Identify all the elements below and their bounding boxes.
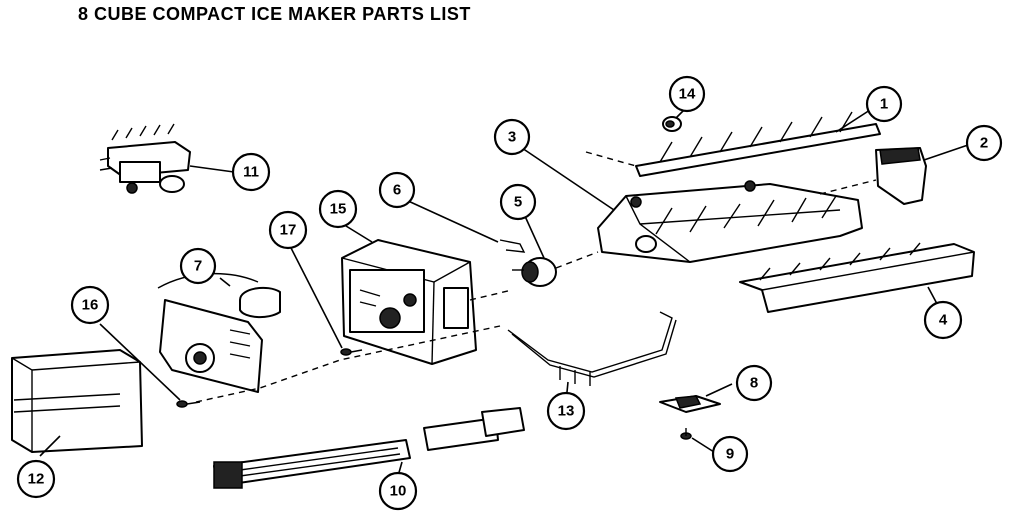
part-housing	[341, 239, 477, 365]
part-screw-17	[340, 348, 363, 356]
callout-2: 2	[965, 124, 1003, 162]
svg-text:2: 2	[980, 135, 988, 152]
svg-text:3: 3	[508, 129, 516, 146]
svg-text:6: 6	[393, 182, 401, 199]
part-clip	[499, 239, 526, 253]
part-screw-9	[680, 428, 692, 440]
diagram-title: 8 CUBE COMPACT ICE MAKER PARTS LIST	[78, 4, 471, 24]
callout-12: 12	[16, 459, 56, 499]
part-thermostat	[512, 257, 557, 287]
callout-11: 11	[231, 152, 271, 192]
callout-13: 13	[546, 391, 586, 431]
assembly-line	[555, 251, 599, 269]
part-shutoff-arm	[507, 311, 677, 386]
callout-14: 14	[668, 75, 706, 113]
part-bearing	[662, 116, 682, 132]
part-mold	[597, 180, 863, 263]
callout-9: 9	[711, 435, 749, 473]
part-ejector	[585, 111, 881, 177]
callout-1: 1	[865, 85, 903, 123]
part-screw-16	[176, 400, 201, 408]
svg-text:14: 14	[679, 86, 696, 103]
svg-text:1: 1	[880, 96, 888, 113]
part-bracket	[659, 395, 721, 413]
svg-text:11: 11	[243, 164, 259, 181]
svg-text:16: 16	[82, 297, 99, 314]
callout-4: 4	[923, 300, 963, 340]
callout-5: 5	[499, 183, 537, 221]
part-mounting-plate	[157, 272, 281, 393]
svg-text:17: 17	[280, 222, 297, 239]
svg-text:5: 5	[514, 194, 522, 211]
callout-6: 6	[378, 171, 416, 209]
callout-7: 7	[179, 247, 217, 285]
assembly-line	[195, 325, 501, 403]
callout-16: 16	[70, 285, 110, 325]
leader-lines	[39, 109, 969, 477]
svg-text:10: 10	[390, 483, 407, 500]
callout-3: 3	[493, 118, 531, 156]
part-front-cover	[11, 349, 143, 453]
svg-text:7: 7	[194, 258, 202, 275]
svg-text:13: 13	[558, 403, 575, 420]
assembly-line	[469, 289, 513, 301]
callout-17: 17	[268, 210, 308, 250]
callout-8: 8	[735, 364, 773, 402]
svg-text:9: 9	[726, 446, 734, 463]
part-harness	[213, 407, 525, 489]
svg-text:12: 12	[28, 471, 45, 488]
part-stripper	[739, 242, 975, 313]
callout-15: 15	[318, 189, 358, 229]
svg-text:15: 15	[330, 201, 347, 218]
part-end-cap	[819, 147, 927, 205]
part-water-valve	[99, 123, 191, 194]
svg-text:8: 8	[750, 375, 758, 392]
svg-text:4: 4	[939, 312, 948, 329]
callout-10: 10	[378, 471, 418, 511]
